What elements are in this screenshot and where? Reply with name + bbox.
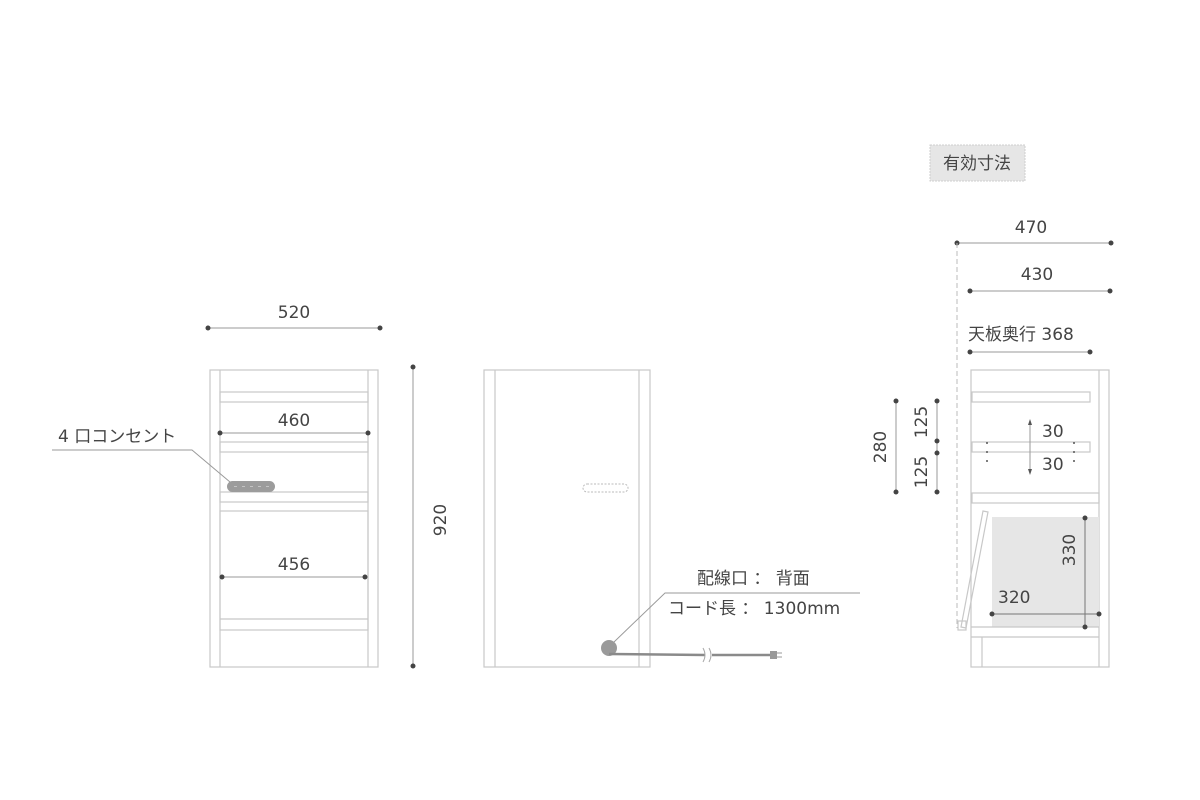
inner-width-label: 460 [278, 411, 310, 431]
top-depth-label: 天板奥行 368 [968, 325, 1074, 345]
width-label: 520 [278, 303, 310, 323]
adjust-down-label: 30 [1042, 455, 1064, 475]
shelf-adjust-arrows [986, 419, 1075, 475]
effective-dimensions-badge: 有効寸法 [929, 144, 1026, 182]
depth-label: 470 [1015, 218, 1047, 238]
power-cord-icon [601, 640, 782, 663]
back-view: 配線口 ： 背面 コード長 ： 1300mm [483, 369, 860, 668]
wiring-label: 配線口 ： 背面 [697, 569, 810, 589]
handle-icon [582, 483, 629, 493]
drawer-width-label: 456 [278, 555, 310, 575]
shelf-pitch-upper-label: 125 [912, 406, 932, 438]
height-label: 920 [431, 504, 451, 536]
inner-depth-label: 430 [1021, 265, 1053, 285]
shelf-pitch-total-label: 280 [871, 431, 891, 463]
drawer-height-label: 330 [1060, 534, 1080, 566]
shelf-pitch-lower-label: 125 [912, 456, 932, 488]
adjust-up-label: 30 [1042, 422, 1064, 442]
badge-text: 有効寸法 [943, 154, 1011, 174]
drawer-depth-label: 320 [998, 588, 1030, 608]
side-view: 470 430 天板奥行 368 30 30 280 [871, 218, 1114, 668]
outlet-label: 4 口コンセント [58, 427, 176, 447]
front-view: 520 460 456 4 口コンセント 920 [52, 303, 451, 669]
outlet-icon [227, 481, 275, 492]
cord-length-label: コード長 ： 1300mm [668, 599, 840, 619]
